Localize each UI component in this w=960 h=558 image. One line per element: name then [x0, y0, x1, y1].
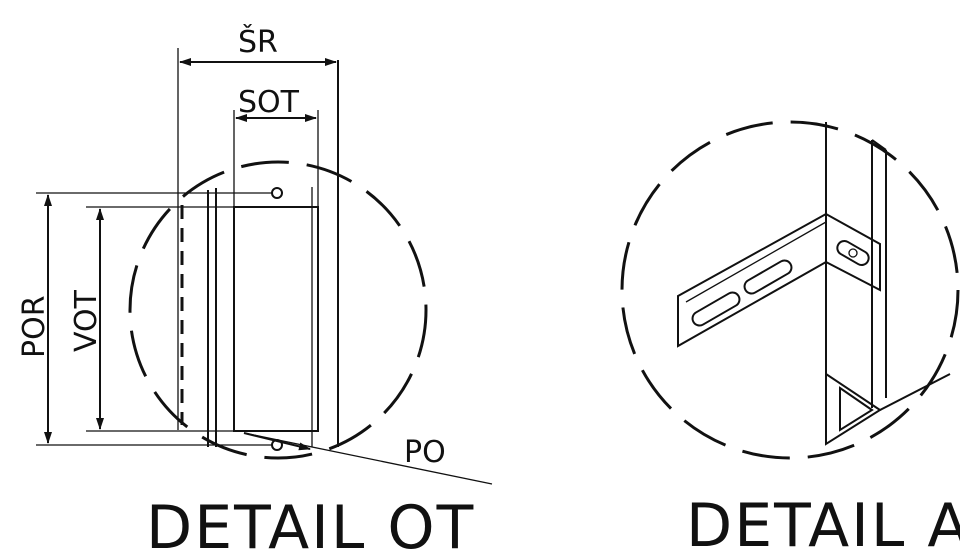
detail-ot-drawing: ŠR SOT POR VOT PO DETAIL OT: [17, 23, 493, 558]
angle-bracket: [677, 212, 881, 348]
sot-label: SOT: [238, 85, 300, 120]
detail-ot-title: DETAIL OT: [146, 493, 475, 558]
sr-label: ŠR: [238, 23, 278, 60]
detail-ot-circle: [128, 160, 428, 460]
top-hole: [271, 187, 283, 199]
bracket-slot-3: [836, 240, 870, 266]
vot-label: VOT: [69, 289, 104, 352]
detail-a-title: DETAIL A: [686, 491, 960, 558]
opening-rectangle: [233, 206, 319, 432]
detail-a-circle: [620, 120, 960, 460]
detail-a-drawing: DETAIL A: [620, 120, 960, 558]
bracket-slot-2: [743, 259, 793, 295]
po-leader-line: [243, 432, 493, 485]
por-label: POR: [17, 295, 52, 358]
po-label: PO: [404, 435, 446, 470]
bracket-slot-1: [691, 291, 741, 327]
rail-foot: [825, 372, 882, 446]
